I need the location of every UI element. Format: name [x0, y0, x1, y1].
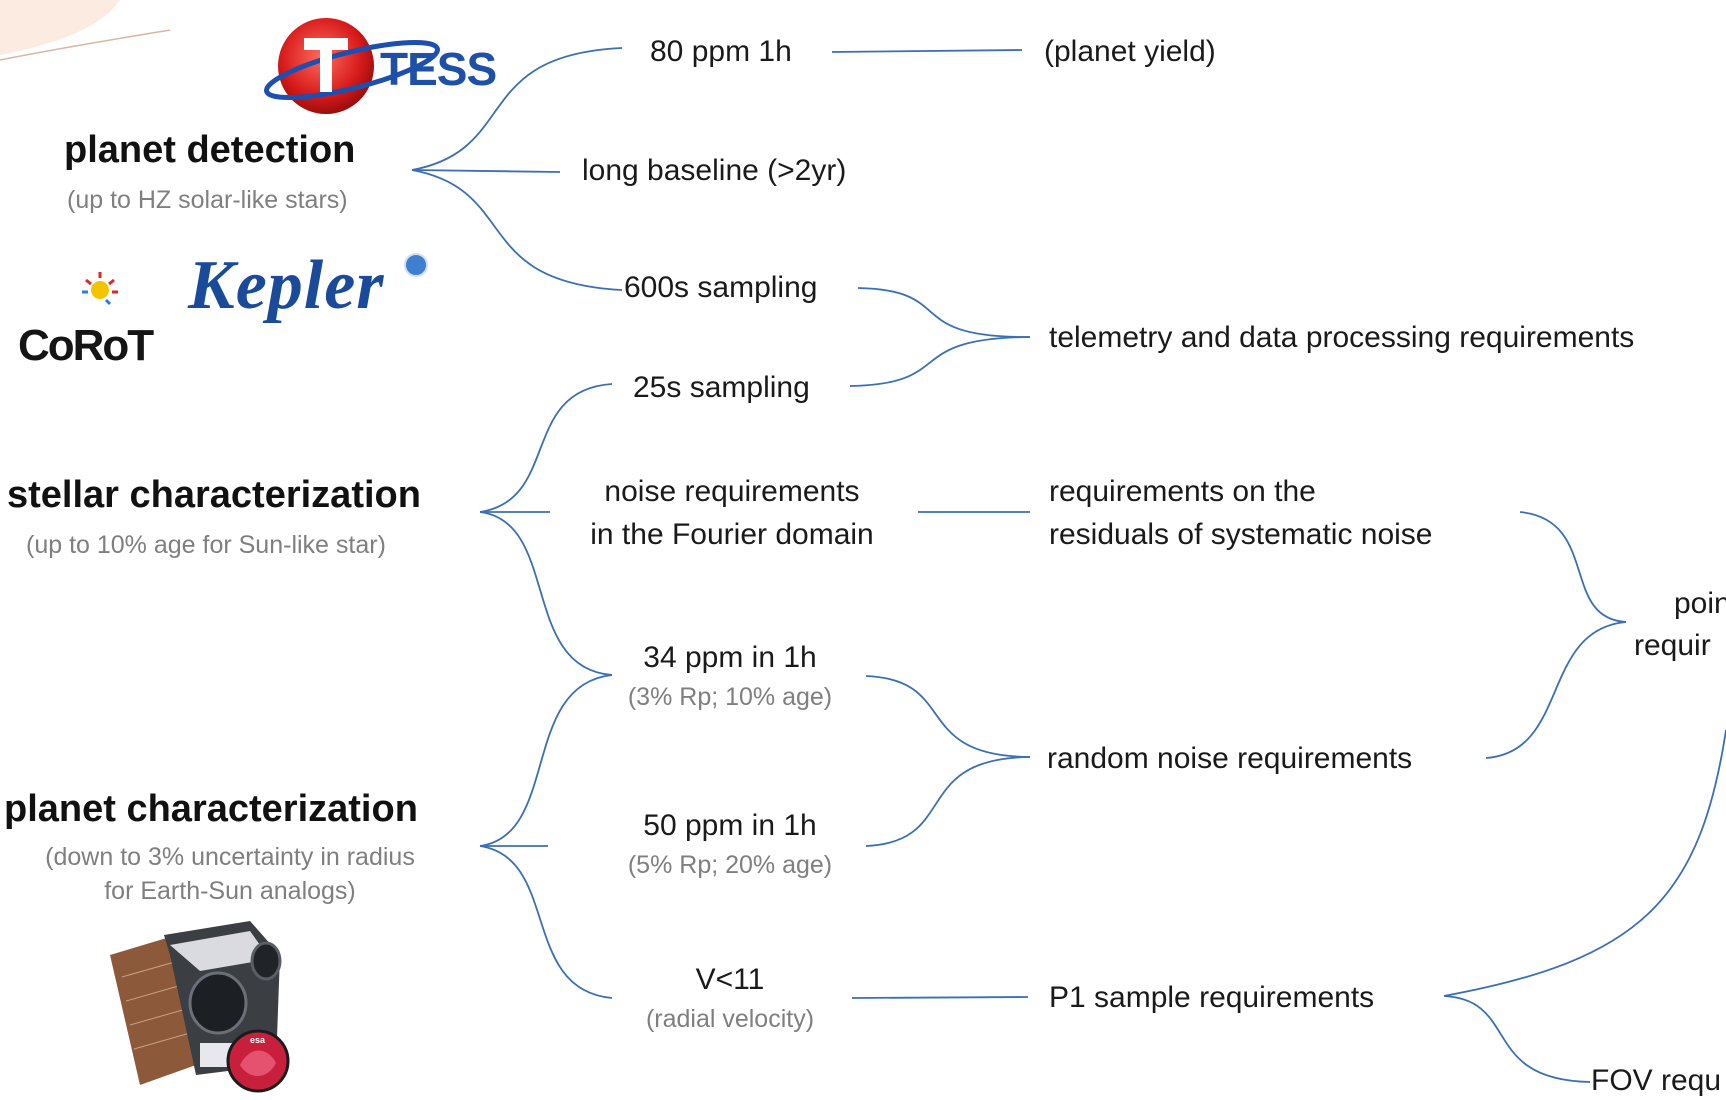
goal-planet-characterization-subtitle-line1: (down to 3% uncertainty in radius	[45, 843, 415, 871]
link-25s-telemetry	[849, 336, 1031, 387]
goal-stellar-characterization: stellar characterization	[7, 474, 421, 516]
corner-decoration	[0, 0, 171, 61]
goal-planet-characterization: planet characterization	[4, 788, 418, 830]
node-long-baseline: long baseline (>2yr)	[582, 154, 847, 187]
node-pointing-line1: poin	[1674, 587, 1726, 620]
node-34ppm-sub: (3% Rp; 10% age)	[627, 683, 833, 711]
node-p1-sample: P1 sample requirements	[1049, 981, 1375, 1014]
node-pointing-line2: requir	[1634, 629, 1711, 662]
goal-planet-detection-subtitle: (up to HZ solar-like stars)	[67, 186, 348, 214]
kepler-logo: Kepler	[188, 238, 438, 338]
node-telemetry: telemetry and data processing requiremen…	[1049, 321, 1635, 354]
goal-stellar-characterization-subtitle: (up to 10% age for Sun-like star)	[26, 531, 386, 559]
link-residuals-pointing	[1519, 511, 1627, 623]
kepler-wordmark: Kepler	[188, 247, 385, 324]
node-fov: FOV requ	[1591, 1064, 1722, 1097]
tess-logo: TESS	[262, 10, 497, 120]
link-p1-pointing	[1443, 729, 1726, 997]
link-random-pointing	[1485, 621, 1627, 759]
node-v11-sub: (radial velocity)	[645, 1005, 815, 1033]
node-v11: V<11 (radial velocity)	[580, 962, 880, 1034]
node-random-noise: random noise requirements	[1047, 742, 1413, 775]
tess-wordmark: TESS	[380, 43, 497, 95]
node-50ppm-label: 50 ppm in 1h	[643, 809, 817, 842]
node-v11-label: V<11	[695, 963, 765, 996]
link-34ppm-random	[865, 675, 1031, 758]
node-34ppm: 34 ppm in 1h (3% Rp; 10% age)	[580, 640, 880, 712]
node-planet-yield: (planet yield)	[1044, 35, 1216, 68]
node-noise-fourier-line2: in the Fourier domain	[590, 518, 874, 551]
cheops-satellite: esa	[100, 915, 300, 1095]
node-residuals: requirements on the residuals of systema…	[1049, 474, 1433, 553]
link-planet-v11	[479, 845, 613, 999]
goal-planet-characterization-subtitle: (down to 3% uncertainty in radius for Ea…	[4, 842, 456, 906]
link-80ppm-yield	[831, 49, 1023, 53]
link-detection-80ppm	[411, 47, 623, 171]
esa-badge-text: esa	[250, 1035, 266, 1045]
node-residuals-line1: requirements on the	[1049, 475, 1316, 508]
corot-wordmark: CoRoT	[18, 321, 154, 370]
link-planet-34ppm	[479, 674, 613, 847]
node-residuals-line2: residuals of systematic noise	[1049, 518, 1433, 551]
node-25s-sampling: 25s sampling	[633, 371, 810, 404]
node-80ppm: 80 ppm 1h	[650, 35, 792, 68]
goal-planet-detection: planet detection	[64, 129, 356, 171]
link-stellar-25s	[479, 383, 613, 513]
link-detection-baseline	[411, 169, 561, 173]
link-stellar-34ppm	[479, 511, 613, 676]
goal-planet-characterization-subtitle-line2: for Earth-Sun analogs)	[104, 877, 356, 905]
link-p1-fov	[1443, 995, 1591, 1083]
node-50ppm: 50 ppm in 1h (5% Rp; 20% age)	[580, 808, 880, 880]
link-600s-telemetry	[857, 287, 1031, 338]
node-noise-fourier: noise requirements in the Fourier domain	[540, 474, 924, 553]
link-v11-p1	[851, 996, 1029, 999]
node-noise-fourier-line1: noise requirements	[604, 475, 860, 508]
node-600s-sampling: 600s sampling	[624, 271, 818, 304]
node-34ppm-label: 34 ppm in 1h	[643, 641, 817, 674]
node-50ppm-sub: (5% Rp; 20% age)	[627, 851, 833, 879]
link-50ppm-random	[865, 756, 1031, 847]
link-detection-600s	[411, 169, 623, 291]
corot-logo: CoRoT	[18, 268, 154, 378]
